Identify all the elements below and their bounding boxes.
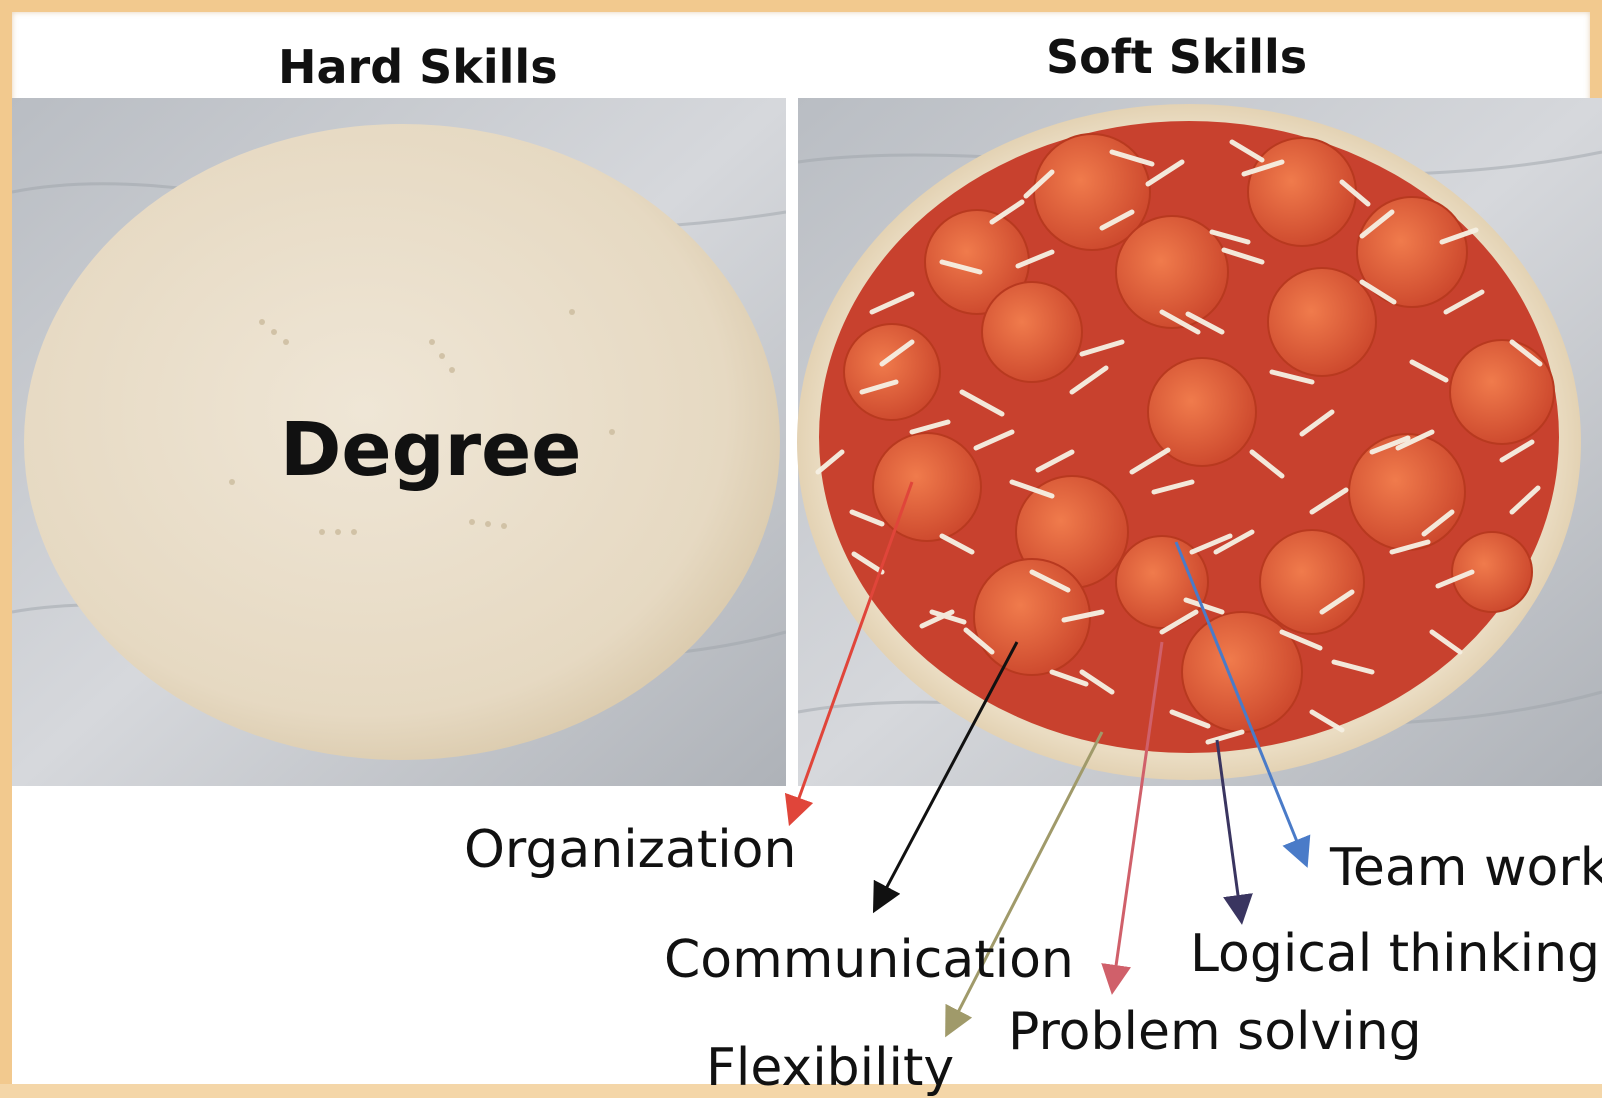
hard-skills-heading: Hard Skills — [278, 40, 558, 94]
soft-skills-heading: Soft Skills — [1046, 30, 1308, 84]
topped-pizza — [797, 104, 1581, 780]
flexibility-label: Flexibility — [706, 1038, 955, 1098]
communication-label: Communication — [664, 930, 1074, 990]
label-area — [12, 786, 1602, 1084]
logical-thinking-label: Logical thinking — [1190, 924, 1601, 984]
logical-thinking-arrow — [1215, 739, 1253, 925]
team-work-arrow — [1174, 541, 1311, 868]
dough-dock-marks — [229, 309, 615, 535]
degree-label: Degree — [280, 407, 582, 493]
organization-label: Organization — [464, 820, 797, 880]
communication-arrow — [872, 641, 1019, 914]
problem-solving-label: Problem solving — [1008, 1002, 1422, 1062]
skills-illustration — [12, 98, 1602, 1084]
problem-solving-arrow — [1101, 641, 1164, 995]
flexibility-arrow — [945, 731, 1104, 1038]
panel-divider — [786, 98, 798, 786]
shredded-cheese — [815, 139, 1543, 745]
organization-arrow — [784, 481, 914, 827]
team-work-label: Team work — [1330, 838, 1602, 898]
plain-dough — [24, 124, 780, 760]
